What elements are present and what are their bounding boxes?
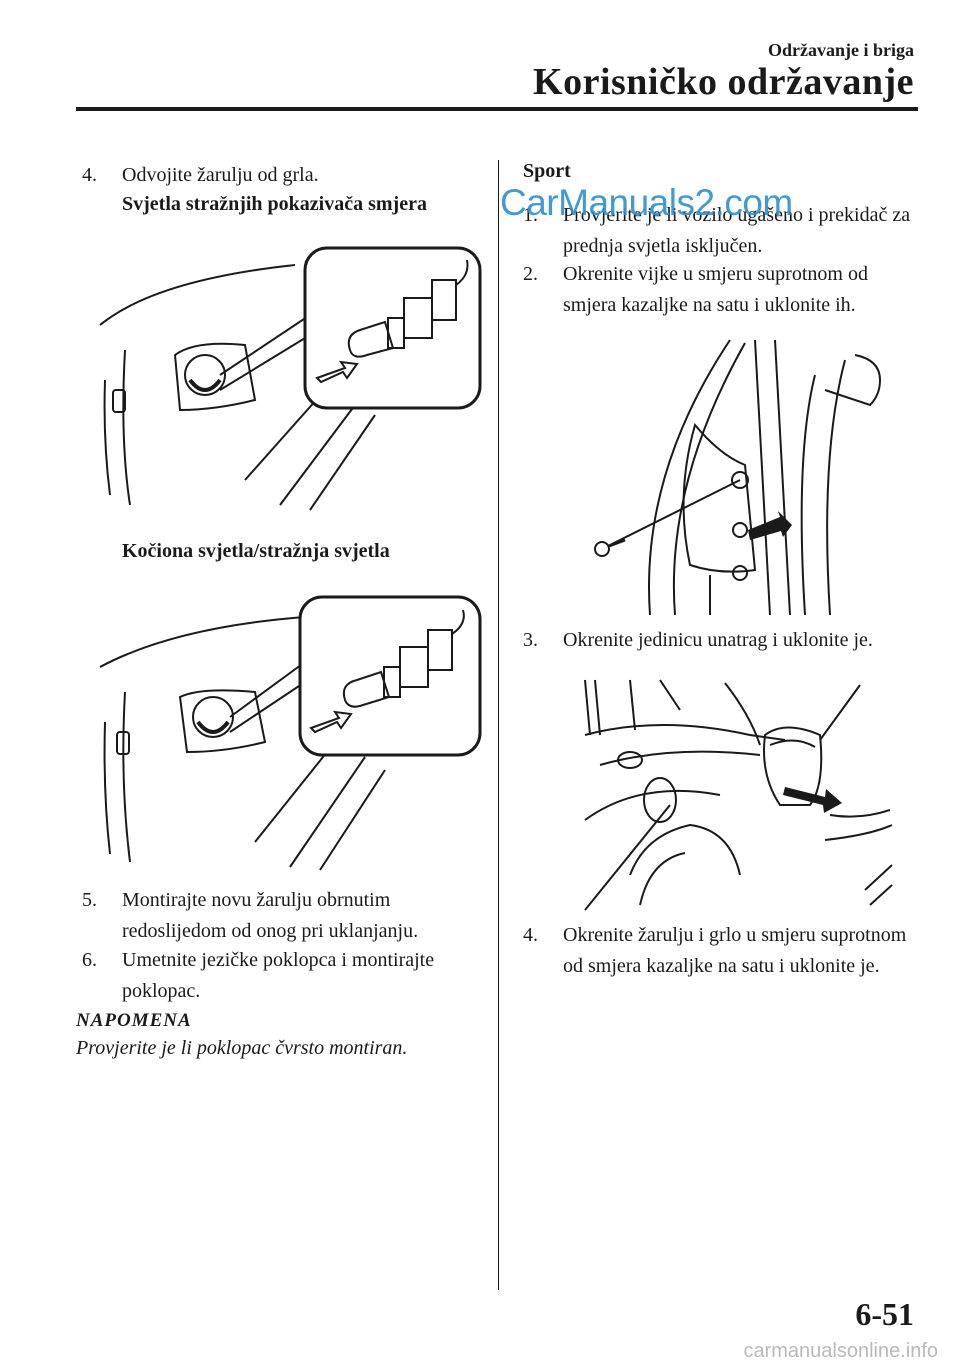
note-text: Provjerite je li poklopac čvrsto montira…: [76, 1037, 408, 1059]
section-label: Održavanje i briga: [768, 40, 914, 60]
left-step-6: 6. Umetnite jezičke poklopca i montirajt…: [82, 945, 482, 1007]
step-text: Provjerite je li vozilo ugašeno i prekid…: [563, 204, 911, 257]
arrow-icon: [315, 360, 359, 384]
figure-caption-turn-signal: Svjetla stražnjih pokazivača smjera: [122, 193, 427, 215]
screw-removal-figure: [594, 339, 882, 616]
arrow-icon: [748, 511, 792, 540]
step-number: 4.: [82, 164, 97, 186]
page-number: 6-51: [855, 1296, 914, 1332]
note-title: NAPOMENA: [76, 1010, 192, 1031]
turn-signal-bulb-figure: [99, 246, 482, 511]
step-text: Okrenite vijke u smjeru suprotnom od smj…: [563, 263, 868, 316]
zoom-callout: [303, 246, 482, 410]
step-text: Okrenite jedinicu unatrag i uklonite je.: [563, 629, 873, 651]
sport-heading: Sport: [523, 160, 571, 182]
arrow-icon: [309, 710, 353, 734]
watermark-text: CarManuals2.com: [500, 182, 793, 223]
rear-unit-removal-figure: [584, 679, 893, 911]
zoom-callout: [298, 595, 482, 757]
right-step-2: 2. Okrenite vijke u smjeru suprotnom od …: [523, 259, 923, 321]
header-rule: [76, 107, 918, 111]
step-text: Okrenite žarulju i grlo u smjeru suprotn…: [563, 924, 907, 977]
arrow-icon: [783, 787, 842, 813]
step-number: 4.: [523, 924, 538, 946]
screw-icon: [594, 538, 626, 557]
footer-watermark: carmanualsonline.info: [743, 1340, 938, 1362]
step-number: 3.: [523, 629, 538, 651]
right-step-4: 4. Okrenite žarulju i grlo u smjeru supr…: [523, 920, 923, 982]
right-step-1: 1. Provjerite je li vozilo ugašeno i pre…: [523, 200, 923, 262]
brake-light-bulb-figure: [99, 595, 482, 871]
column-divider: [498, 160, 499, 1290]
step-text: Umetnite jezičke poklopca i montirajte p…: [122, 949, 435, 1002]
left-step-5: 5. Montirajte novu žarulju obrnutim redo…: [82, 885, 482, 947]
figure-caption-brake-light: Kočiona svjetla/stražnja svjetla: [122, 540, 390, 562]
step-number: 1.: [523, 204, 538, 226]
step-number: 6.: [82, 949, 97, 971]
step-text: Montirajte novu žarulju obrnutim redosli…: [122, 889, 419, 942]
page-title: Korisničko održavanje: [533, 61, 914, 103]
step-number: 2.: [523, 263, 538, 285]
step-number: 5.: [82, 889, 97, 911]
right-step-3: 3. Okrenite jedinicu unatrag i uklonite …: [523, 625, 923, 656]
left-step-4: 4. Odvojite žarulju od grla.: [82, 160, 482, 191]
step-text: Odvojite žarulju od grla.: [122, 164, 319, 186]
